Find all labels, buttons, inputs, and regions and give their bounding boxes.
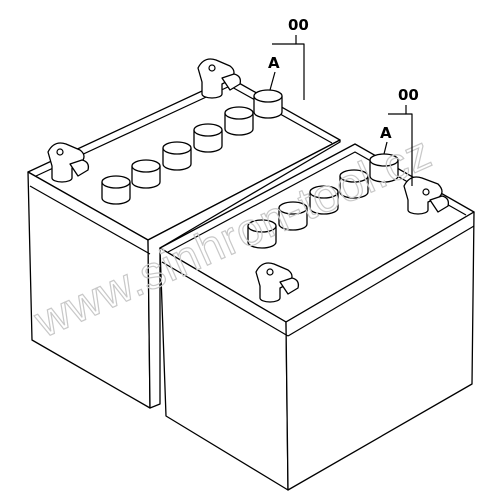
right-battery-terminal-rear bbox=[403, 176, 450, 215]
part-label-left: 00 bbox=[288, 16, 309, 34]
cap-label-left: A bbox=[268, 54, 280, 72]
left-battery-band-front bbox=[29, 185, 151, 255]
left-battery-terminal-rear bbox=[197, 58, 242, 99]
part-label-right: 00 bbox=[398, 86, 419, 104]
vent-cap bbox=[278, 201, 308, 231]
right-battery-band-front bbox=[161, 261, 289, 337]
left-battery bbox=[27, 58, 341, 409]
vent-cap-a bbox=[369, 153, 399, 183]
vent-cap bbox=[101, 175, 131, 205]
right-battery bbox=[159, 143, 475, 491]
callout-right: 00 A bbox=[380, 86, 419, 186]
right-battery-cap-row bbox=[247, 153, 399, 249]
leader-left-part bbox=[295, 35, 305, 100]
vent-cap bbox=[131, 159, 161, 189]
leader-left-cap bbox=[269, 71, 276, 91]
right-battery-side bbox=[285, 211, 475, 491]
cap-label-right: A bbox=[380, 124, 392, 142]
callout-left: 00 A bbox=[268, 16, 309, 100]
leader-right-cap bbox=[383, 141, 388, 155]
right-battery-terminal-front bbox=[255, 262, 300, 303]
vent-cap bbox=[224, 106, 254, 136]
vent-cap-a bbox=[253, 89, 283, 119]
right-battery-band-side bbox=[287, 225, 475, 337]
left-battery-cap-row bbox=[101, 89, 283, 205]
leader-right-part bbox=[405, 105, 413, 186]
vent-cap bbox=[247, 219, 277, 249]
vent-cap bbox=[339, 169, 369, 199]
vent-cap bbox=[309, 185, 339, 215]
left-battery-terminal-front bbox=[47, 142, 90, 183]
vent-cap bbox=[193, 123, 223, 153]
vent-cap bbox=[162, 141, 192, 171]
